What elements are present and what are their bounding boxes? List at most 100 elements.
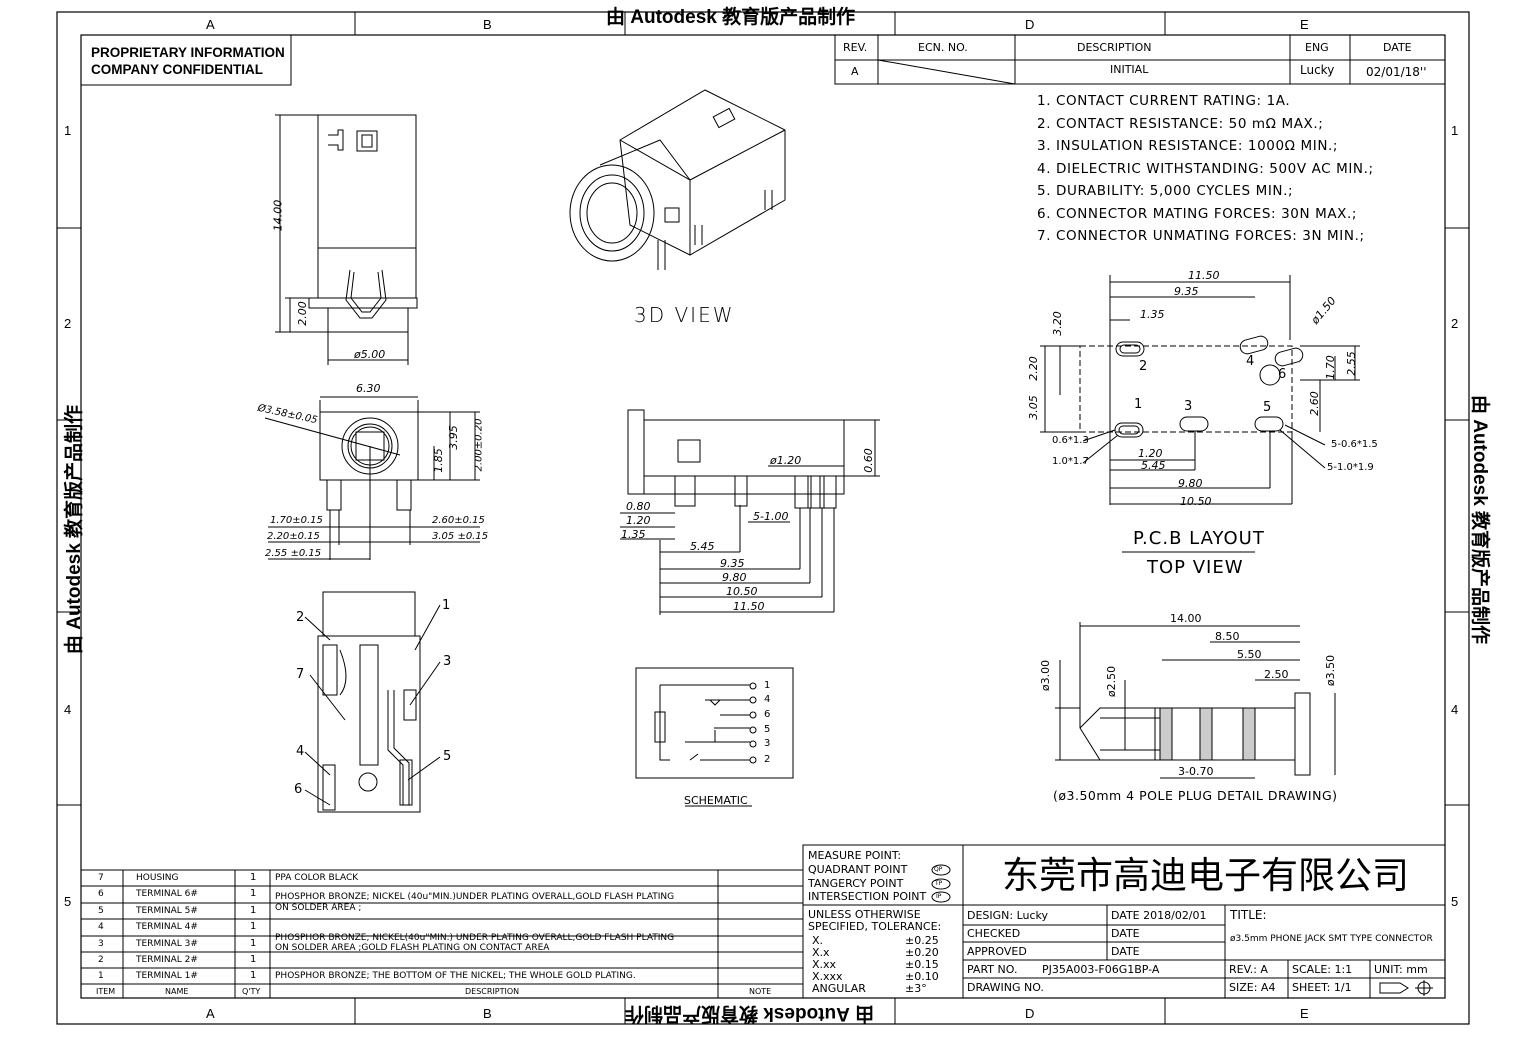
zone-row-1-right: 1 <box>1451 123 1459 138</box>
zone-row-4-right: 4 <box>1451 702 1459 717</box>
checked-field: CHECKED <box>967 927 1021 940</box>
design-field: DESIGN: Lucky <box>967 909 1049 922</box>
bom-qty-3: 1 <box>250 938 257 949</box>
schematic <box>635 667 794 807</box>
dim-plug-d3: ø3.50 <box>1324 654 1338 687</box>
watermark-right: 由 Autodesk 教育版产品制作 <box>1469 394 1491 645</box>
bom-desc-7: PPA COLOR BLACK <box>275 873 359 883</box>
3d-view-title: 3D VIEW <box>634 303 735 327</box>
internal-view <box>304 591 441 813</box>
zone-col-b: B <box>483 17 492 32</box>
zone-row-5-right: 5 <box>1451 894 1459 909</box>
dim-plug-d1: ø3.00 <box>1039 659 1053 692</box>
dim-side-height: 14.00 <box>271 199 285 232</box>
note-7: 7. CONNECTOR UNMATING FORCES: 3N MIN.; <box>1037 228 1365 244</box>
note-1: 1. CONTACT CURRENT RATING: 1A. <box>1037 93 1291 109</box>
dim-pcb-b3: 9.80 <box>1178 477 1203 490</box>
unit-field: UNIT: mm <box>1374 963 1428 976</box>
part-no-value: PJ35A003-F06G1BP-A <box>1042 963 1160 976</box>
plug-detail <box>1055 622 1336 779</box>
rev-header-rev: REV. <box>843 41 868 54</box>
dim-plug-w1: 14.00 <box>1170 612 1202 625</box>
callout-7: 7 <box>296 667 305 682</box>
bom-name-2: TERMINAL 2# <box>136 955 198 965</box>
bom-name-5: TERMINAL 5# <box>136 906 198 916</box>
dim-mid-l1: 5.45 <box>690 540 715 553</box>
callout-4: 4 <box>296 744 305 759</box>
note-2: 2. CONTACT RESISTANCE: 50 mΩ MAX.; <box>1037 116 1324 132</box>
tol-xxxx-value: ±0.10 <box>905 970 939 983</box>
rev-header-date: DATE <box>1383 41 1412 54</box>
zone-row-4: 4 <box>64 702 72 717</box>
bom-qty-7: 1 <box>250 872 257 883</box>
bom-desc-65-line2: ON SOLDER AREA ; <box>275 903 362 913</box>
side-view <box>275 114 418 365</box>
dim-plug-d2: ø2.50 <box>1105 665 1119 698</box>
note-3: 3. INSULATION RESISTANCE: 1000Ω MIN.; <box>1037 138 1339 154</box>
schematic-pin-1: 1 <box>764 680 771 691</box>
dim-mid-height: 0.60 <box>861 448 875 473</box>
approved-field: APPROVED <box>967 945 1027 958</box>
checked-date-field: DATE <box>1111 927 1140 940</box>
dim-mid-b: 1.20 <box>626 514 651 527</box>
revision-table-lines <box>834 34 1446 85</box>
tol-xx-value: ±0.20 <box>905 946 939 959</box>
bom-name-1: TERMINAL 1# <box>136 971 198 981</box>
dim-plug-w2: 8.50 <box>1215 630 1240 643</box>
bom-header-qty: Q'TY <box>242 987 261 996</box>
schematic-pin-3: 3 <box>764 738 771 749</box>
bom-desc-24-line1: PHOSPHOR BRONZE; NICKEL(40u"MIN.) UNDER … <box>275 933 675 943</box>
bom-desc-24-line2: ON SOLDER AREA ;GOLD FLASH PLATING ON CO… <box>275 943 550 953</box>
schematic-pin-5: 5 <box>764 724 771 735</box>
measure-qp-code: QP <box>934 866 943 873</box>
bom-header-name: NAME <box>165 987 189 996</box>
tol-angular-label: ANGULAR <box>812 982 866 995</box>
dim-front-h1: 3.95 <box>446 425 460 450</box>
bom-item-4: 4 <box>98 922 104 932</box>
dim-front-r1: 2.60±0.15 <box>432 515 485 526</box>
bom-name-7: HOUSING <box>136 873 179 883</box>
title-block-lines <box>802 844 1446 999</box>
pcb-pin-6: 6 <box>1278 367 1287 382</box>
bom-qty-1: 1 <box>250 970 257 981</box>
pcb-pin-1: 1 <box>1134 397 1143 412</box>
dim-pcb-r2: 5-1.0*1.9 <box>1327 462 1374 473</box>
rev-date: 02/01/18'' <box>1366 65 1427 79</box>
bom-item-5: 5 <box>98 906 104 916</box>
rev-header-eng: ENG <box>1305 41 1329 54</box>
proprietary-line2: COMPANY CONFIDENTIAL <box>91 62 263 77</box>
drawing-no-label: DRAWING NO. <box>967 981 1044 994</box>
front-view <box>264 396 480 560</box>
middle-view <box>620 409 880 615</box>
dim-mid-l5: 11.50 <box>733 600 765 613</box>
watermark-top: 由 Autodesk 教育版产品制作 <box>606 7 856 28</box>
pcb-layout-title: P.C.B LAYOUT <box>1133 528 1265 549</box>
tol-x-label: X. <box>812 934 824 947</box>
scale-field: SCALE: 1:1 <box>1292 963 1353 976</box>
pcb-layout <box>1040 275 1360 553</box>
projection-symbol-icon <box>1378 980 1438 996</box>
bom-header-item: ITEM <box>96 987 116 996</box>
bom-desc-65-line1: PHOSPHOR BRONZE; NICKEL (40u"MIN.)UNDER … <box>275 892 675 902</box>
bom-desc-1: PHOSPHOR BRONZE; THE BOTTOM OF THE NICKE… <box>275 971 636 981</box>
schematic-pin-6: 6 <box>764 709 771 720</box>
plug-detail-title: (ø3.50mm 4 POLE PLUG DETAIL DRAWING) <box>1053 788 1338 803</box>
dim-pcb-l1: 0.6*1.3 <box>1052 435 1089 446</box>
measure-ip-label: INTERSECTION POINT <box>808 890 927 903</box>
title-label: TITLE: <box>1230 908 1267 922</box>
dim-front-l3: 2.55 ±0.15 <box>265 548 322 559</box>
zone-col-a: A <box>206 17 215 32</box>
bom-item-7: 7 <box>98 873 104 883</box>
bom-item-6: 6 <box>98 889 104 899</box>
measure-title: MEASURE POINT: <box>808 849 902 862</box>
rev-value: A <box>851 65 859 78</box>
dim-pcb-w1: 11.50 <box>1188 269 1220 282</box>
zone-col-a-bottom: A <box>206 1006 215 1021</box>
zone-row-2-right: 2 <box>1451 316 1459 331</box>
approved-date-field: DATE <box>1111 945 1140 958</box>
proprietary-line1: PROPRIETARY INFORMATION <box>91 45 285 60</box>
dim-plug-w3: 5.50 <box>1237 648 1262 661</box>
size-field: SIZE: A4 <box>1229 981 1276 994</box>
bom-header-description: DESCRIPTION <box>465 987 520 996</box>
sheet-field: SHEET: 1/1 <box>1292 981 1352 994</box>
